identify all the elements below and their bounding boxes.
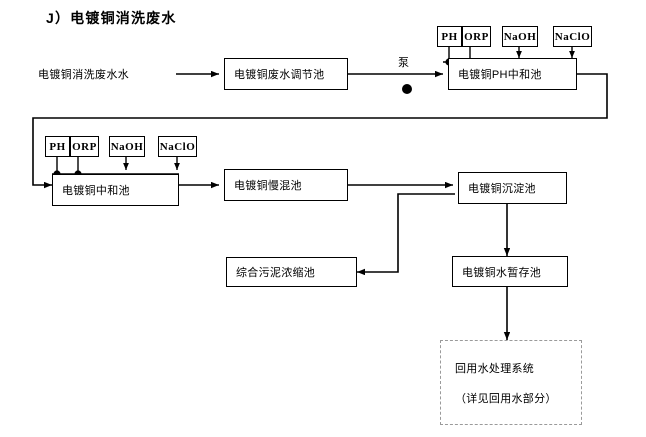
reagent-box-naoh-top[interactable]: NaOH [502, 26, 538, 47]
reagent-box-ph-mid[interactable]: PH [45, 136, 70, 157]
page-title: J）电镀铜消洗废水 [46, 10, 177, 26]
reuse-system-note: （详见回用水部分） [455, 392, 557, 405]
reagent-box-ph-top[interactable]: PH [437, 26, 462, 47]
reagent-box-orp-mid[interactable]: ORP [70, 136, 99, 157]
node-adjust-tank[interactable]: 电镀铜废水调节池 [224, 58, 348, 90]
node-slow-mix-tank[interactable]: 电镀铜慢混池 [224, 169, 348, 201]
pump-label: 泵 [398, 57, 410, 69]
reagent-box-naoh-mid[interactable]: NaOH [109, 136, 145, 157]
reagent-box-naclo-mid[interactable]: NaClO [158, 136, 197, 157]
node-neutralize-tank[interactable]: 电镀铜中和池 [52, 174, 179, 206]
reagent-box-naclo-top[interactable]: NaClO [553, 26, 592, 47]
influent-label: 电镀铜消洗废水水 [38, 69, 130, 81]
node-reuse-water-system[interactable]: 回用水处理系统 （详见回用水部分） [440, 340, 582, 425]
node-sediment-tank[interactable]: 电镀铜沉淀池 [458, 172, 567, 204]
node-water-storage-tank[interactable]: 电镀铜水暂存池 [452, 256, 568, 287]
node-sludge-thickener[interactable]: 综合污泥浓缩池 [226, 257, 357, 287]
pump-dot [402, 84, 412, 94]
node-ph-neutralize-tank[interactable]: 电镀铜PH中和池 [448, 58, 577, 90]
reuse-system-title: 回用水处理系统 [455, 362, 535, 375]
reagent-box-orp-top[interactable]: ORP [462, 26, 491, 47]
